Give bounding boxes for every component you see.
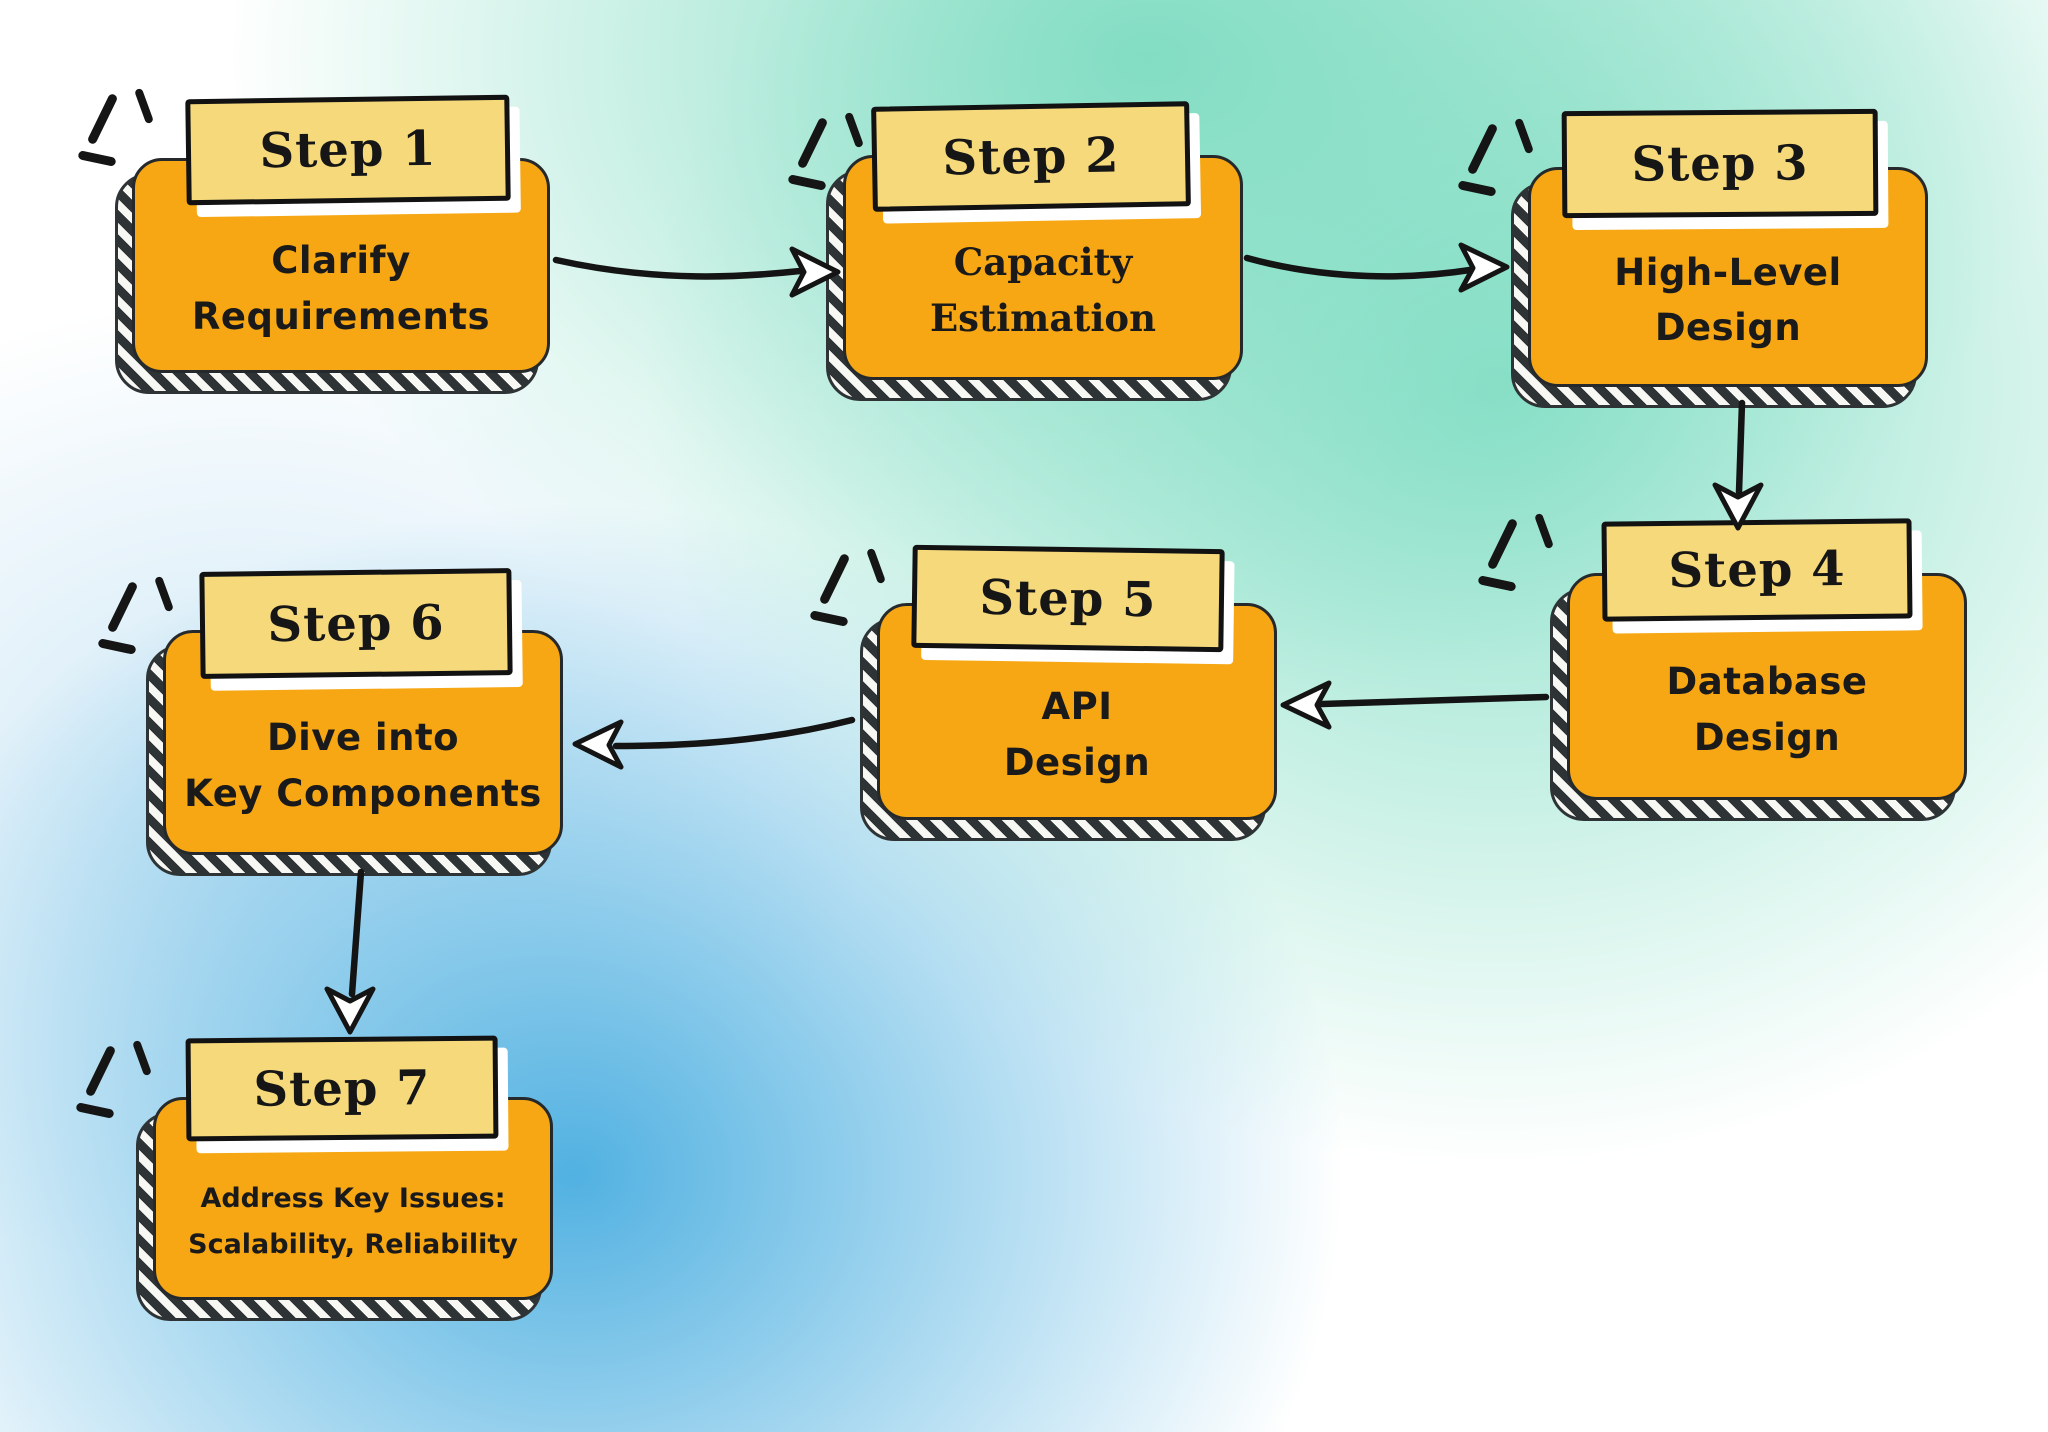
arrow-step1-step2 <box>552 246 841 298</box>
step-1-banner: Step 1 <box>185 94 511 206</box>
step-2-text-line1: Capacity <box>953 240 1133 284</box>
step-5-group: API Design Step 5 <box>860 544 1277 841</box>
step-3-text-line2: Design <box>1654 306 1802 349</box>
step-4-text-line1: Database <box>1666 660 1868 703</box>
step-4-banner-label: Step 4 <box>1668 541 1846 599</box>
sparkle-icon <box>77 87 170 180</box>
step-7-group: Address Key Issues: Scalability, Reliabi… <box>136 1035 553 1321</box>
step-1-banner-label: Step 1 <box>259 120 437 180</box>
step-4-banner: Step 4 <box>1601 518 1913 622</box>
step-7-text-line1: Address Key Issues: <box>200 1182 506 1214</box>
step-6-text-line2: Key Components <box>184 771 542 815</box>
step-6-banner-label: Step 6 <box>267 594 445 653</box>
step-5-banner-label: Step 5 <box>979 569 1157 628</box>
sparkle-icon <box>809 547 902 640</box>
arrow-step5-step6 <box>572 716 856 770</box>
arrow-step6-step7 <box>324 868 376 1035</box>
step-4-text-line2: Design <box>1693 715 1841 759</box>
step-2-banner-label: Step 2 <box>941 126 1120 187</box>
step-7-text-line2: Scalability, Reliability <box>188 1228 518 1260</box>
step-7-banner-label: Step 7 <box>253 1059 431 1118</box>
step-5-text-line1: API <box>1041 685 1113 728</box>
sparkle-icon <box>787 111 880 204</box>
step-6-group: Dive into Key Components Step 6 <box>146 568 563 876</box>
step-2-banner: Step 2 <box>871 101 1191 212</box>
arrow-step2-step3 <box>1243 242 1510 293</box>
step-4-group: Database Design Step 4 <box>1550 518 1967 821</box>
arrow-step4-step5 <box>1280 680 1550 730</box>
step-6-banner: Step 6 <box>199 568 513 679</box>
sparkle-icon <box>97 575 190 668</box>
step-5-text-line2: Design <box>1003 740 1151 784</box>
step-1-text-line2: Requirements <box>191 294 491 338</box>
sparkle-icon <box>75 1039 168 1132</box>
arrow-step3-step4 <box>1712 399 1764 531</box>
step-3-banner-label: Step 3 <box>1631 134 1809 193</box>
step-6-text-line1: Dive into <box>266 716 460 759</box>
step-2-group: Capacity Estimation Step 2 <box>826 101 1243 401</box>
step-1-text-line1: Clarify <box>271 239 411 282</box>
sparkle-icon <box>1457 117 1550 210</box>
step-7-banner: Step 7 <box>185 1035 499 1142</box>
step-3-text-line1: High-Level <box>1614 250 1842 294</box>
step-3-group: High-Level Design Step 3 <box>1511 108 1928 408</box>
step-5-banner: Step 5 <box>911 544 1225 653</box>
step-2-text-line2: Estimation <box>929 295 1157 340</box>
step-1-group: Clarify Requirements Step 1 <box>115 94 550 394</box>
step-3-banner: Step 3 <box>1561 108 1879 219</box>
sparkle-icon <box>1477 512 1570 605</box>
